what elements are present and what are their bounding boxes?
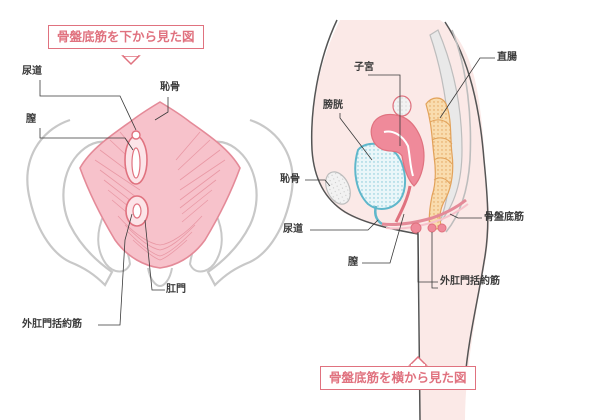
bottom-view-title: 骨盤底筋を下から見た図 <box>48 25 204 49</box>
label-vagina-bottom: 膣 <box>26 114 36 125</box>
side-view-leader-lines <box>305 57 495 289</box>
rectum-folds <box>429 119 453 185</box>
ovary <box>392 95 412 117</box>
vagina-inner <box>131 147 141 179</box>
title-pointer-left <box>121 55 141 66</box>
body-skin <box>312 20 490 420</box>
vagina-canal <box>394 185 412 223</box>
bottom-view-illustration <box>26 80 294 326</box>
label-bladder-side: 膀胱 <box>323 100 343 111</box>
label-anal-sphincter-bottom: 外肛門括約筋 <box>22 319 82 330</box>
pelvic-bone-outline <box>26 118 294 287</box>
uterus-cavity <box>383 130 414 177</box>
sphincter-mid <box>427 223 437 233</box>
label-pubis-bottom: 恥骨 <box>160 82 180 93</box>
pubic-bone <box>325 171 351 205</box>
urethra-opening <box>131 130 141 140</box>
title-pointer-right-mask <box>411 364 425 367</box>
side-view-title: 骨盤底筋を横から見た図 <box>320 366 476 390</box>
label-pelvic-floor-side: 骨盤底筋 <box>484 212 524 223</box>
anus-opening <box>132 203 142 219</box>
urethra-tube <box>374 205 383 226</box>
title-pointer-left-mask <box>124 53 138 56</box>
label-anus-bottom: 肛門 <box>166 284 186 295</box>
label-rectum-side: 直腸 <box>497 52 517 63</box>
pelvic-floor-muscle <box>79 101 241 269</box>
pelvic-floor-band <box>381 198 467 226</box>
sphincter-front <box>410 222 422 234</box>
label-vagina-side: 膣 <box>348 257 358 268</box>
sphincter-back <box>437 223 447 233</box>
label-pubis-side: 恥骨 <box>280 174 300 185</box>
bottom-view-leader-lines <box>39 80 169 326</box>
front-outline <box>310 19 421 420</box>
pelvic-floor-band-inner <box>385 203 469 230</box>
side-view-illustration <box>305 19 495 420</box>
label-uterus-side: 子宮 <box>354 62 374 73</box>
label-urethra-bottom: 尿道 <box>22 66 42 77</box>
label-urethra-side: 尿道 <box>283 224 303 235</box>
body-outline <box>444 21 489 381</box>
label-anal-sphincter-side: 外肛門括約筋 <box>440 276 500 287</box>
